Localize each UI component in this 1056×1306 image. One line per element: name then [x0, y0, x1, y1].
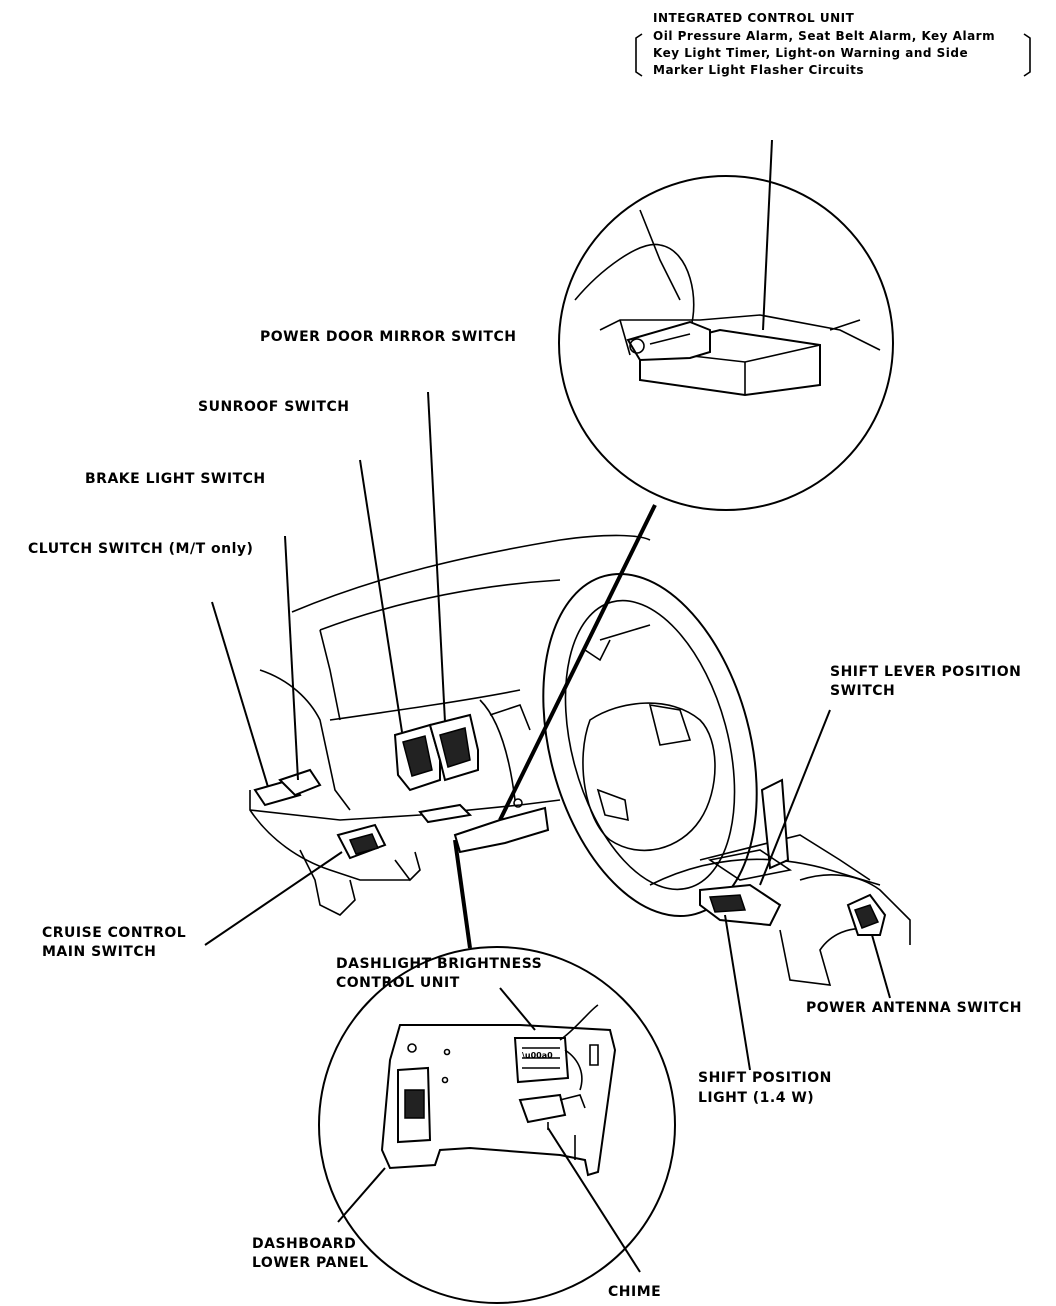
sunroof-switch-label: SUNROOF SWITCH: [198, 399, 350, 415]
dashboard-lower-panel-leader: [337, 1167, 386, 1223]
clutch-switch-leader: [211, 601, 269, 788]
dashlight-brightness-label-2: CONTROL UNIT: [336, 975, 460, 991]
shift-position-light-label-1: SHIFT POSITION: [698, 1070, 832, 1086]
brake-light-leader: [284, 535, 299, 781]
icu-detail-drawing: [574, 209, 881, 397]
shift-lever-position-switch-label-2: SWITCH: [830, 683, 896, 699]
cruise-control-label-1: CRUISE CONTROL: [42, 925, 187, 941]
chime-leader: [547, 1127, 641, 1273]
shift-lever-leader: [759, 709, 831, 886]
power-antenna-switch-label: POWER ANTENNA SWITCH: [806, 1000, 1022, 1016]
icu-detail-circle: [558, 175, 894, 511]
shift-position-light-leader: [724, 914, 751, 1071]
icu-line3-label: Marker Light Flasher Circuits: [653, 63, 864, 77]
dashboard-lower-panel-label-1: DASHBOARD: [252, 1236, 357, 1252]
panel-detail-circle: [318, 946, 676, 1304]
icu-leader: [762, 139, 773, 331]
dashboard-drawing: [249, 534, 651, 916]
panel-detail-drawing: \u00a0: [380, 1004, 617, 1177]
cruise-control-leader: [204, 851, 343, 946]
dashlight-brightness-leader: [499, 987, 536, 1031]
svg-text:\u00a0: \u00a0: [522, 1051, 553, 1060]
shift-lever-position-switch-label-1: SHIFT LEVER POSITION: [830, 664, 1022, 680]
clutch-switch-label: CLUTCH SWITCH (M/T only): [28, 541, 254, 557]
power-antenna-leader: [871, 934, 891, 999]
icu-left-bracket: [635, 33, 643, 77]
icu-right-bracket: [1023, 33, 1031, 77]
dashlight-brightness-label-1: DASHLIGHT BRIGHTNESS: [336, 956, 543, 972]
power-door-mirror-switch-label: POWER DOOR MIRROR SWITCH: [260, 329, 517, 345]
icu-title-label: INTEGRATED CONTROL UNIT: [653, 11, 855, 25]
console-drawing: [649, 778, 911, 986]
steering-wheel-drawing: [542, 572, 758, 918]
icu-line2-label: Key Light Timer, Light-on Warning and Si…: [653, 46, 969, 60]
brake-light-switch-label: BRAKE LIGHT SWITCH: [85, 471, 266, 487]
dash-to-panel-line: [453, 839, 472, 949]
shift-position-light-label-2: LIGHT (1.4 W): [698, 1090, 815, 1106]
mirror-switch-leader: [427, 391, 446, 723]
icu-to-dash-line: [498, 504, 657, 821]
dashboard-lower-panel-label-2: LOWER PANEL: [252, 1255, 369, 1271]
sunroof-switch-leader: [359, 459, 403, 733]
cruise-control-label-2: MAIN SWITCH: [42, 944, 157, 960]
chime-label: CHIME: [608, 1284, 662, 1300]
icu-line1-label: Oil Pressure Alarm, Seat Belt Alarm, Key…: [653, 29, 996, 43]
